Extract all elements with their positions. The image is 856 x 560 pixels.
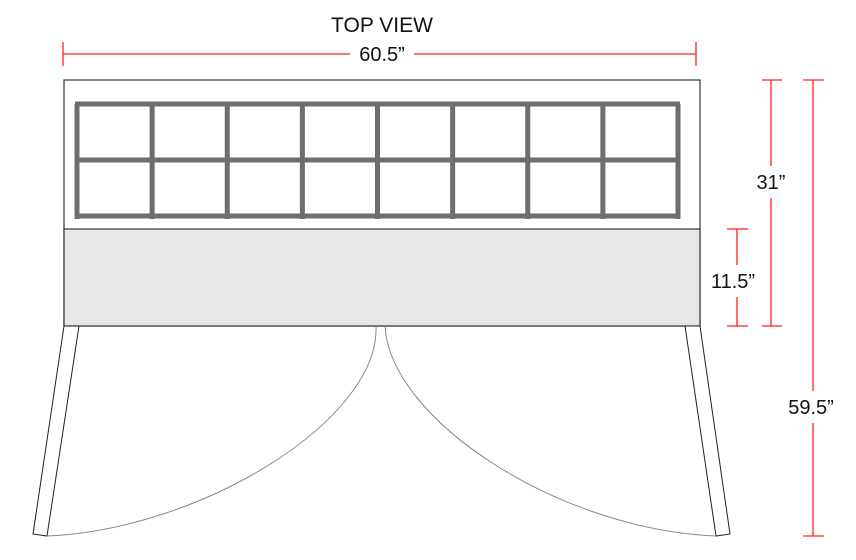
width-label: 60.5” bbox=[359, 44, 405, 66]
right-door-swing-arc bbox=[384, 325, 717, 537]
depth-total-label: 59.5” bbox=[788, 397, 834, 419]
diagram-title: TOP VIEW bbox=[331, 14, 433, 37]
depth-total-dimension-line bbox=[803, 79, 824, 537]
pan-grid bbox=[74, 101, 681, 219]
right-door bbox=[684, 325, 731, 537]
left-door bbox=[32, 325, 80, 537]
width-dimension-line bbox=[62, 42, 697, 66]
depth-shelf-dimension-line bbox=[727, 228, 748, 327]
depth-shelf-label: 11.5” bbox=[711, 271, 755, 293]
shelf-area bbox=[63, 228, 701, 327]
depth-top-label: 31” bbox=[757, 172, 786, 194]
depth-top-dimension-line bbox=[762, 79, 782, 327]
left-door-swing-arc bbox=[46, 325, 377, 537]
